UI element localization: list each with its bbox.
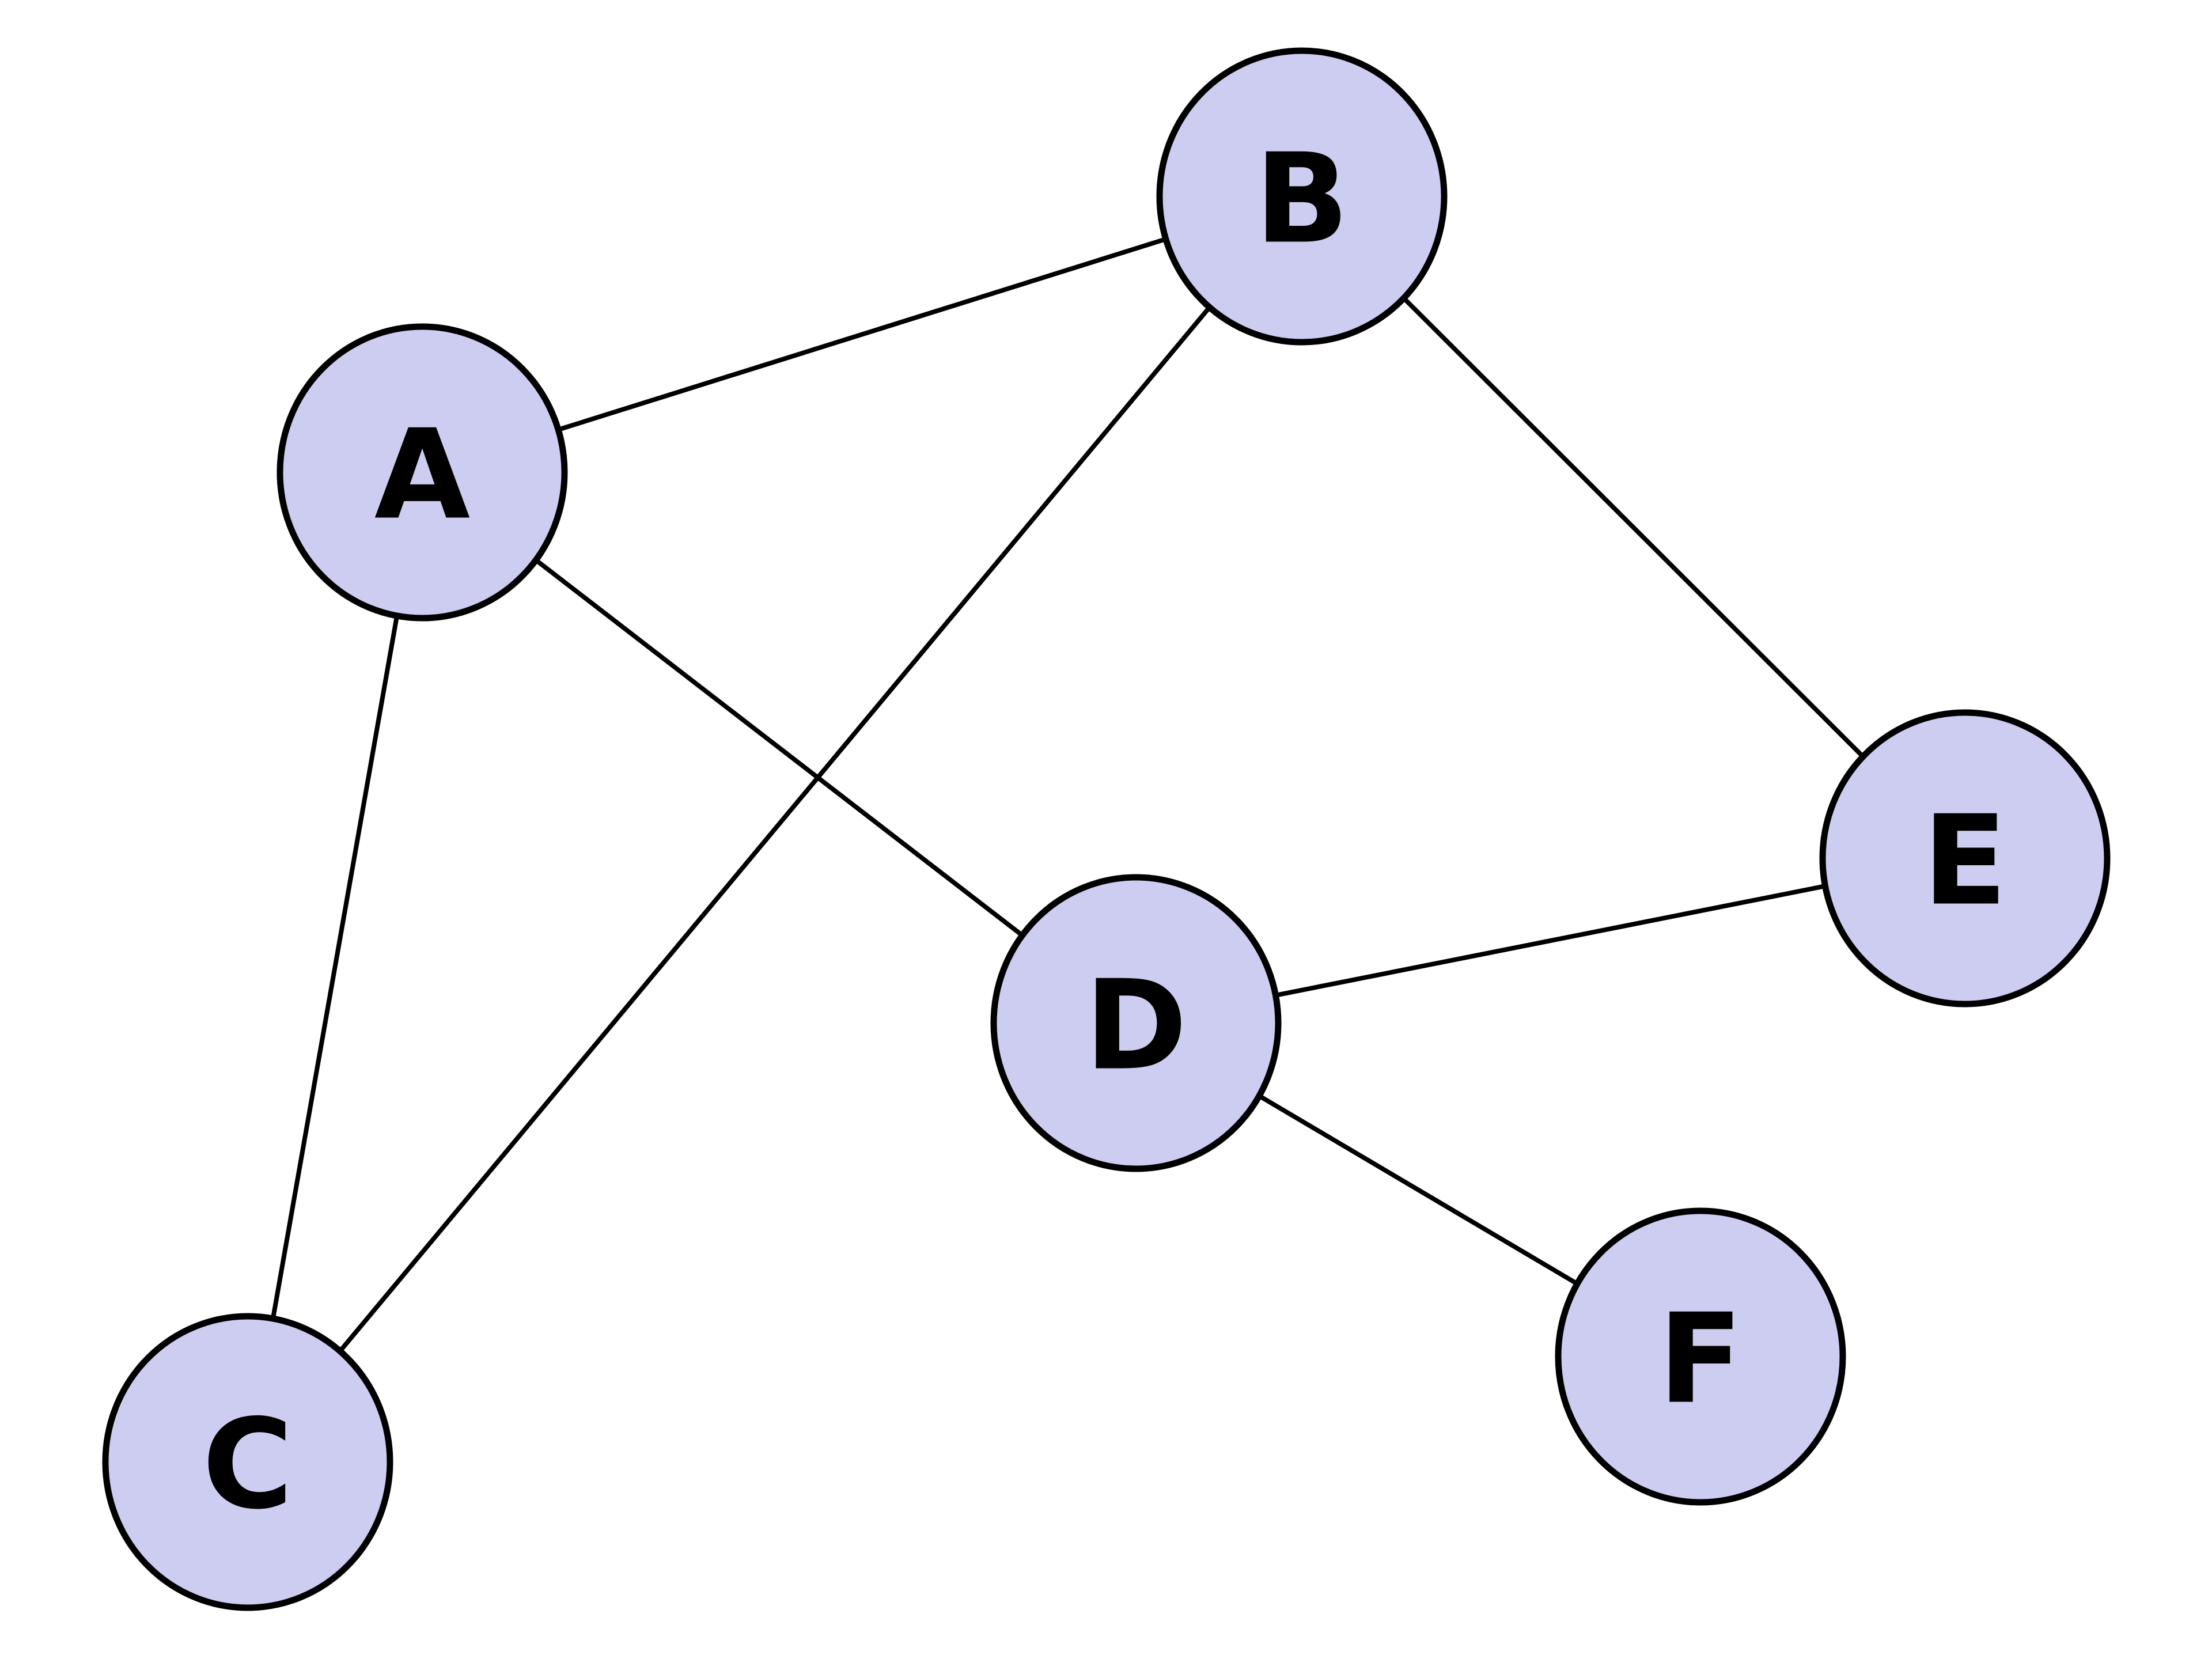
node-circle-D [990, 874, 1282, 1172]
edge-B-C [245, 195, 1304, 1464]
graph-node-A: A [276, 323, 568, 622]
node-label-E: E [1923, 788, 2008, 933]
graph-node-D: D [990, 874, 1282, 1172]
nodes-layer: A B C D E F [102, 47, 2111, 1611]
graph-node-B: B [1156, 47, 1448, 346]
node-circle-A [276, 323, 568, 622]
node-label-A: A [374, 402, 470, 547]
edge-A-B [421, 194, 1303, 475]
edge-B-E [1300, 195, 1967, 860]
node-label-B: B [1255, 126, 1349, 271]
node-circle-E [1819, 709, 2111, 1007]
node-circle-C [102, 1313, 393, 1611]
node-label-C: C [202, 1392, 293, 1536]
edge-A-D [421, 470, 1138, 1025]
node-label-D: D [1085, 953, 1187, 1097]
edge-A-C [245, 472, 425, 1463]
node-label-F: F [1658, 1286, 1743, 1431]
node-circle-F [1555, 1207, 1846, 1506]
graph-node-C: C [102, 1313, 393, 1611]
graph-node-F: F [1555, 1207, 1846, 1506]
graph-node-E: E [1819, 709, 2111, 1007]
node-circle-B [1156, 47, 1448, 346]
